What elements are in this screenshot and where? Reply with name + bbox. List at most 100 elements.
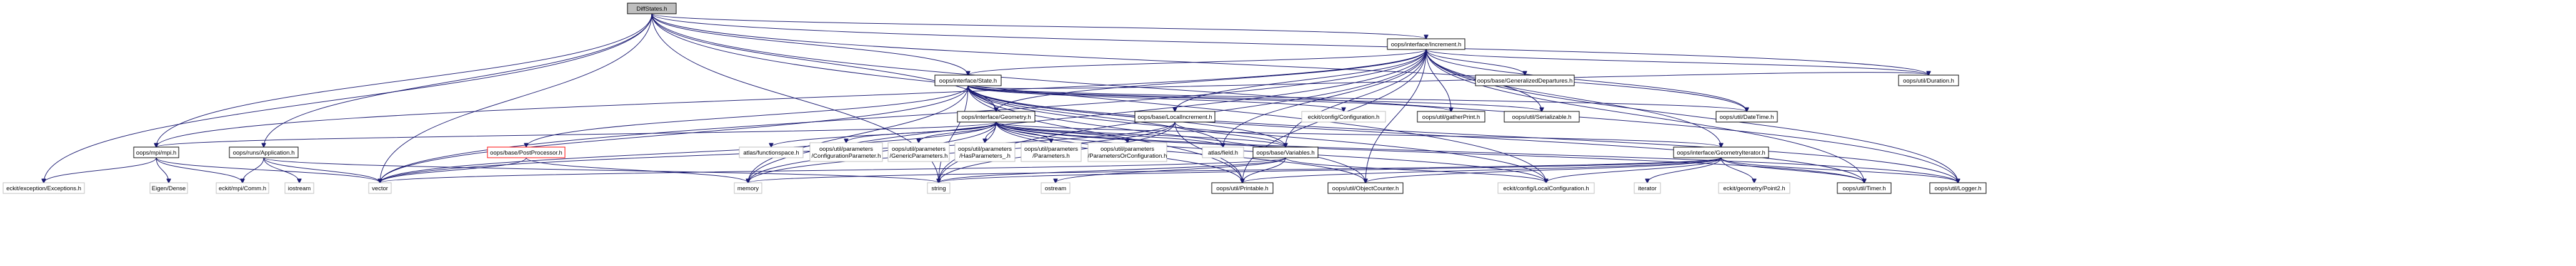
node-box-comm	[216, 182, 269, 194]
node-label-datetime: oops/util/DateTime.h	[1720, 114, 1774, 121]
node-duration[interactable]: oops/util/Duration.h	[1898, 74, 1959, 86]
edge-geomiter-to-logger	[1720, 157, 1958, 183]
edge-geometry-to-timer	[996, 121, 1864, 183]
edge-geometry-to-geomiter	[996, 121, 1721, 147]
edge-diffstates-to-logger	[651, 13, 1958, 183]
edge-geometry-to-logger	[996, 121, 1958, 183]
node-geninc[interactable]: oops/base/GeneralizedDepartures.h	[1475, 74, 1575, 86]
edge-increment-to-datetime	[1425, 49, 1747, 111]
edge-application-to-comm	[242, 157, 264, 183]
node-label-hasparams-line-1: /HasParameters_.h	[959, 153, 1011, 160]
edge-diffstates-to-datetime	[651, 13, 1747, 111]
node-box-variables	[1252, 146, 1319, 158]
node-printable[interactable]: oops/util/Printable.h	[1211, 182, 1274, 194]
node-label-point2: eckit/geometry/Point2.h	[1723, 185, 1785, 192]
edge-geometry-to-objectcounter	[996, 121, 1365, 183]
node-box-vector	[368, 182, 392, 194]
edge-geomiter-to-timer	[1720, 157, 1864, 183]
node-label-mpi: oops/mpi/mpi.h	[136, 150, 176, 156]
node-box-iostream	[284, 182, 314, 194]
edge-mpi-to-comm	[156, 157, 242, 183]
node-increment[interactable]: oops/interface/Increment.h	[1387, 38, 1465, 50]
node-box-localinc	[1134, 111, 1216, 123]
edge-diffstates-to-vector	[380, 13, 652, 183]
node-objectcounter[interactable]: oops/util/ObjectCounter.h	[1327, 182, 1404, 194]
node-label-postprocessor: oops/base/PostProcessor.h	[490, 150, 562, 156]
node-genericparams: oops/util/parameters/GenericParameters.h	[887, 142, 950, 162]
node-label-iostream: iostream	[288, 185, 311, 192]
node-box-mpi	[133, 146, 179, 158]
node-label-parameters-line-0: oops/util/parameters	[1024, 146, 1078, 153]
node-label-eigen: Eigen/Dense	[152, 185, 186, 192]
edge-geomiter-to-localconfig	[1546, 157, 1722, 183]
edge-increment-to-localinc	[1175, 49, 1427, 111]
node-box-logger	[1929, 182, 1987, 194]
edge-state-to-vector	[380, 85, 969, 183]
node-label-diffstates: DiffStates.h	[637, 6, 667, 13]
edge-geomiter-to-objectcounter	[1365, 157, 1722, 183]
edge-diffstates-to-duration	[651, 13, 1929, 75]
node-mpi[interactable]: oops/mpi/mpi.h	[133, 146, 179, 158]
node-label-application: oops/runs/Application.h	[233, 150, 295, 156]
edge-mpi-to-eigen	[156, 157, 169, 183]
node-box-localconfig	[1497, 182, 1595, 194]
edge-geomiter-to-string	[939, 157, 1722, 183]
node-logger[interactable]: oops/util/Logger.h	[1929, 182, 1987, 194]
node-localinc[interactable]: oops/base/LocalIncrement.h	[1134, 111, 1216, 123]
node-label-variables: oops/base/Variables.h	[1256, 150, 1314, 156]
edge-increment-to-geninc	[1425, 49, 1525, 75]
node-geometry[interactable]: oops/interface/Geometry.h	[957, 111, 1036, 123]
node-label-logger: oops/util/Logger.h	[1934, 185, 1981, 192]
node-state[interactable]: oops/interface/State.h	[934, 74, 1002, 86]
edge-state-to-duration	[967, 73, 1929, 89]
node-serializable[interactable]: oops/util/Serializable.h	[1504, 111, 1580, 123]
edge-state-to-localconfig	[967, 85, 1546, 183]
node-box-string	[927, 182, 951, 194]
node-parameters: oops/util/parameters/Parameters.h	[1021, 142, 1082, 162]
node-datetime[interactable]: oops/util/DateTime.h	[1715, 111, 1778, 123]
node-box-hasparams	[954, 142, 1016, 162]
node-diffstates[interactable]: DiffStates.h	[627, 3, 677, 14]
edge-increment-to-timer	[1425, 49, 1864, 183]
node-box-serializable	[1504, 111, 1580, 123]
node-label-atlasfield: atlas/field.h	[1208, 150, 1238, 156]
edge-increment-to-duration	[1425, 49, 1929, 75]
node-gatherprint[interactable]: oops/util/gatherPrint.h	[1417, 111, 1485, 123]
node-postprocessor[interactable]: oops/base/PostProcessor.h	[487, 146, 566, 158]
edge-geometry-to-variables	[996, 121, 1286, 147]
edge-increment-to-objectcounter	[1365, 49, 1427, 183]
node-functionspace: atlas/functionspace.h	[739, 146, 804, 158]
node-label-string: string	[931, 185, 946, 192]
edge-application-to-iostream	[263, 157, 299, 183]
edge-increment-to-geometry	[996, 49, 1427, 111]
node-box-duration	[1898, 74, 1959, 86]
edge-diffstates-to-state	[651, 13, 968, 75]
node-label-paramsorconfig-line-0: oops/util/parameters	[1101, 146, 1154, 153]
node-box-atlasfield	[1202, 146, 1244, 158]
edge-geometry-to-configparam	[846, 121, 997, 143]
node-box-point2	[1718, 182, 1790, 194]
edge-variables-to-vector	[380, 157, 1286, 183]
node-box-state	[934, 74, 1002, 86]
edge-increment-to-state	[968, 49, 1427, 75]
edge-variables-to-localconfig	[1285, 157, 1546, 183]
node-box-parameters	[1021, 142, 1082, 162]
node-label-functionspace: atlas/functionspace.h	[743, 150, 799, 156]
node-box-postprocessor	[487, 146, 566, 158]
edge-localinc-to-variables	[1174, 121, 1286, 147]
edge-postprocessor-to-vector	[380, 157, 527, 183]
node-box-application	[229, 146, 299, 158]
node-variables[interactable]: oops/base/Variables.h	[1252, 146, 1319, 158]
node-geomiter[interactable]: oops/interface/GeometryIterator.h	[1673, 146, 1769, 158]
edge-geometry-to-atlasfield	[996, 121, 1223, 147]
node-label-parameters-line-1: /Parameters.h	[1032, 153, 1070, 160]
node-string: string	[927, 182, 951, 194]
edge-state-to-datetime	[967, 85, 1747, 111]
node-label-iterator: iterator	[1638, 185, 1657, 192]
node-label-vector: vector	[372, 185, 388, 192]
node-timer[interactable]: oops/util/Timer.h	[1837, 182, 1892, 194]
edge-geometry-to-mpi	[156, 121, 997, 147]
node-application[interactable]: oops/runs/Application.h	[229, 146, 299, 158]
edge-mpi-to-vector	[156, 157, 380, 183]
